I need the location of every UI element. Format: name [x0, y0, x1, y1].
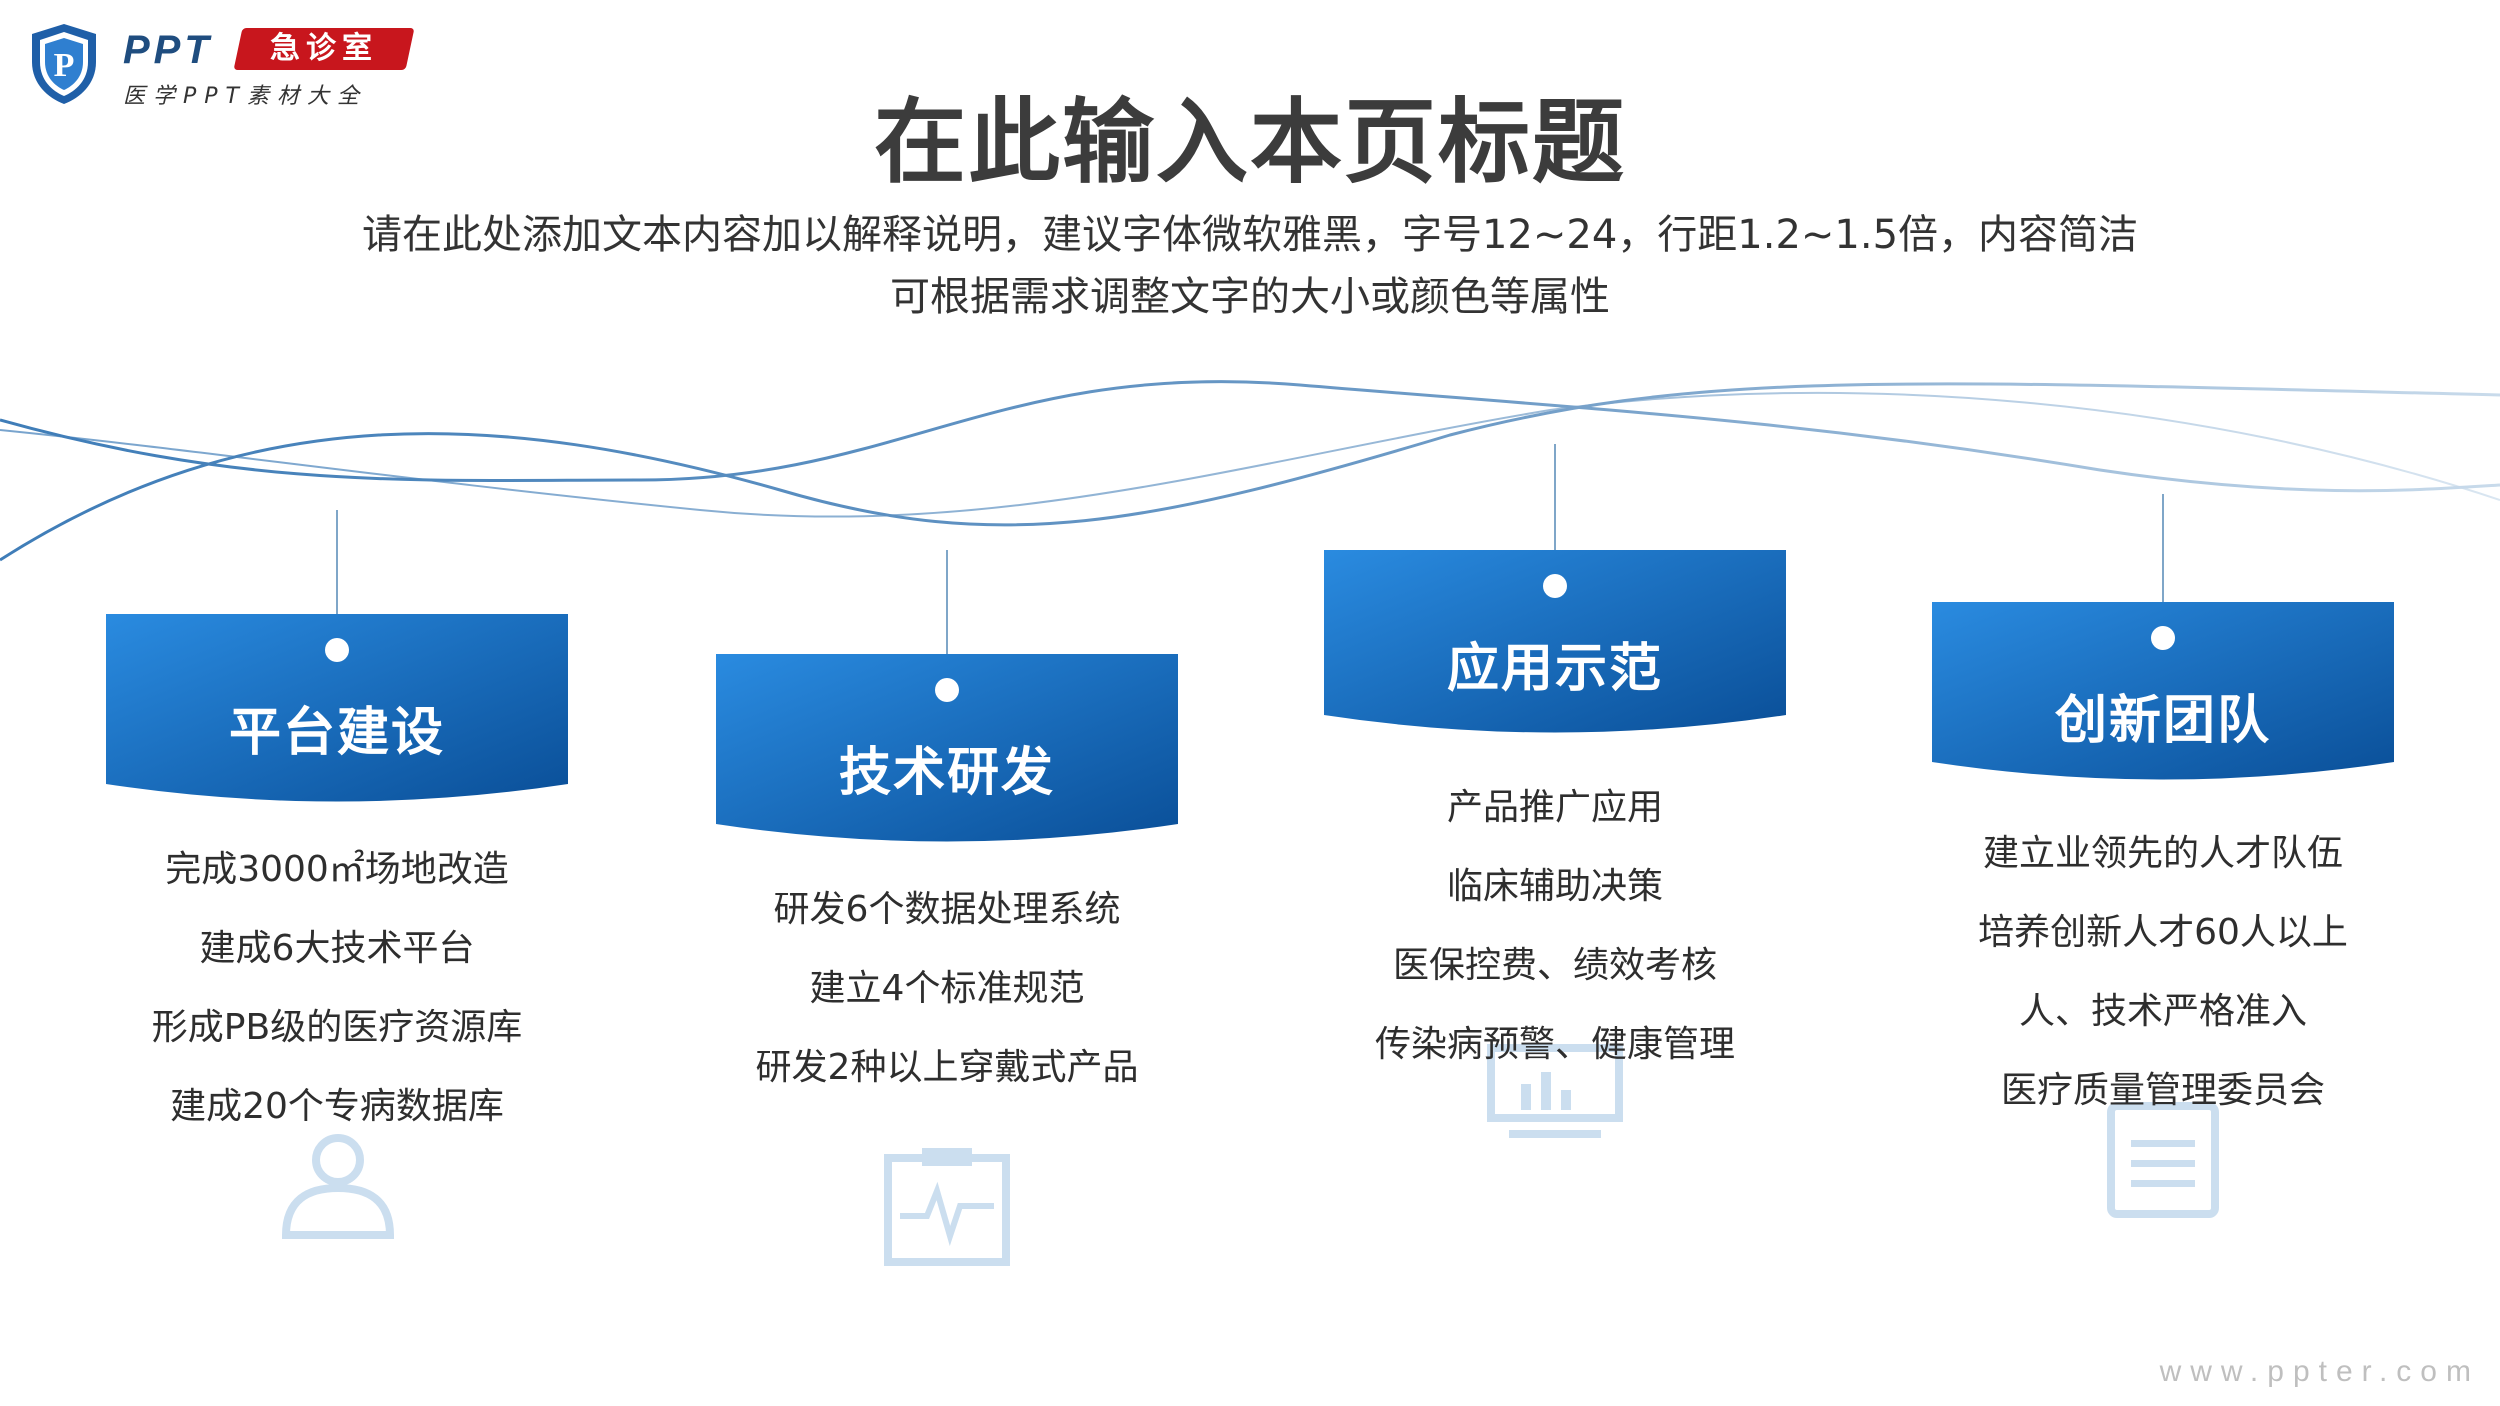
card-item: 培养创新人才60人以上: [1978, 912, 2348, 953]
card-title: 创新团队: [2054, 691, 2271, 751]
shield-logo-icon: P: [32, 24, 96, 104]
card-connector: [1554, 444, 1556, 550]
card-item: 建立4个标准规范: [809, 968, 1085, 1009]
card-title: 技术研发: [838, 743, 1055, 803]
page-title: 在此输入本页标题: [873, 89, 1626, 196]
subtitle-line-2: 可根据需求调整文字的大小或颜色等属性: [890, 274, 1610, 320]
brand-name: PPT: [123, 28, 213, 72]
card-item: 研发2种以上穿戴式产品: [755, 1047, 1139, 1088]
card-item: 建成20个专病数据库: [170, 1086, 504, 1127]
card-header: 创新团队: [1932, 602, 2394, 802]
card-title: 平台建设: [228, 703, 445, 763]
brand-logo: P PPT 急诊室 医学PPT素材大全: [28, 22, 415, 112]
card-connector: [2162, 494, 2164, 602]
document-icon: [2107, 1102, 2219, 1218]
subtitle-line-1: 请在此处添加文本内容加以解释说明，建议字体微软雅黑，字号12~24，行距1.2~…: [361, 212, 2139, 258]
card-item: 建成6大技术平台: [199, 928, 475, 969]
card-item: 完成3000㎡场地改造: [165, 849, 509, 890]
card-connector: [336, 510, 338, 614]
card-header: 技术研发: [716, 654, 1178, 854]
clipboard-heartbeat-icon: [884, 1148, 1010, 1266]
card-dot: [1543, 574, 1567, 598]
card-connector: [946, 550, 948, 654]
card-item: 人、技术严格准入: [2018, 991, 2307, 1032]
card-item: 产品推广应用: [1446, 787, 1663, 828]
card-dot: [2151, 626, 2175, 650]
brand-tagline: 医学PPT素材大全: [123, 84, 367, 109]
watermark: www.ppter.com: [2159, 1355, 2480, 1388]
svg-text:P: P: [54, 47, 75, 84]
brand-badge: 急诊室: [233, 28, 415, 70]
card-title: 应用示范: [1446, 639, 1663, 699]
card-item: 医疗质量管理委员会: [2000, 1070, 2325, 1111]
card-item: 形成PB级的医疗资源库: [151, 1007, 523, 1048]
card-item: 临床辅助决策: [1446, 866, 1663, 907]
card-item: 建立业领先的人才队伍: [1982, 833, 2343, 874]
card-item: 研发6个数据处理系统: [773, 889, 1121, 930]
decorative-waves: [0, 380, 2500, 562]
doctor-icon: [281, 1134, 395, 1239]
card-header: 平台建设: [106, 614, 568, 814]
card-item: 医保控费、绩效考核: [1392, 945, 1717, 986]
card-dot: [325, 638, 349, 662]
card-item: 传染病预警、健康管理: [1374, 1024, 1735, 1065]
card-dot: [935, 678, 959, 702]
card-header: 应用示范: [1324, 550, 1786, 750]
monitor-icon: [1487, 1044, 1623, 1138]
